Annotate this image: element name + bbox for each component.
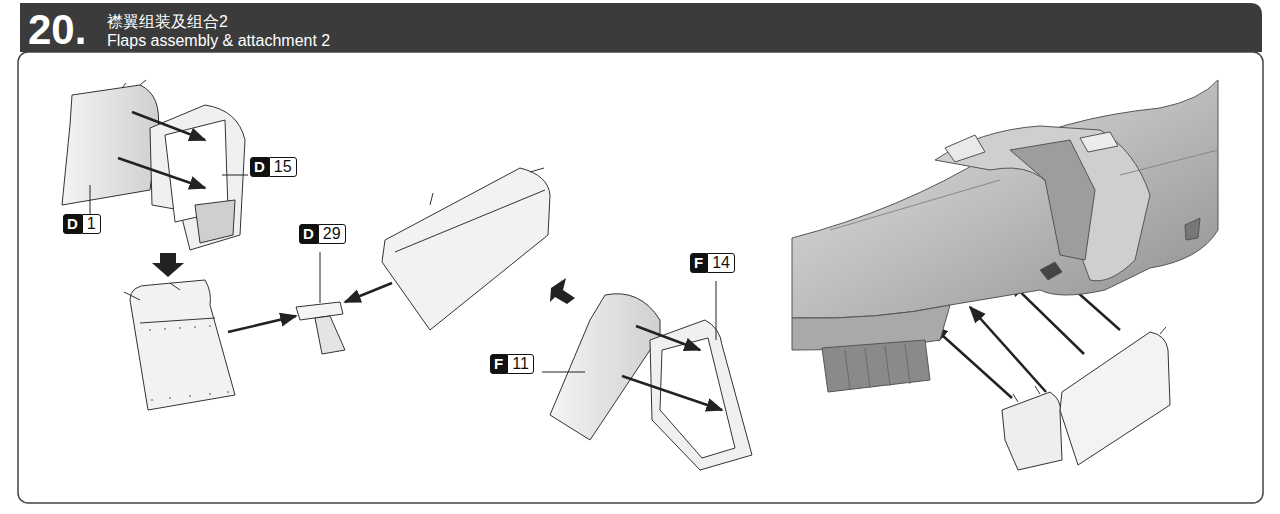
step-arrow	[550, 278, 575, 304]
step-title: 襟翼组装及组合2	[107, 13, 228, 31]
callout-number: 11	[507, 354, 534, 374]
callout-number: 1	[82, 214, 101, 234]
flap-parts	[1002, 327, 1170, 470]
part-letter: F	[690, 253, 707, 273]
part-letter: D	[299, 224, 318, 244]
part-letter: D	[250, 157, 269, 177]
leader-lines	[90, 175, 716, 372]
callout-number: 15	[269, 157, 297, 177]
parts	[62, 80, 752, 470]
part-letter: D	[63, 214, 82, 234]
callout-number: 29	[318, 224, 346, 244]
frame	[18, 52, 1263, 503]
header-bar	[20, 3, 1262, 52]
step-number: 20.	[28, 9, 86, 51]
step-arrow	[152, 253, 184, 277]
step-subtitle: Flaps assembly & attachment 2	[107, 32, 330, 50]
callout-number: 14	[707, 253, 735, 273]
part-letter: F	[490, 354, 507, 374]
